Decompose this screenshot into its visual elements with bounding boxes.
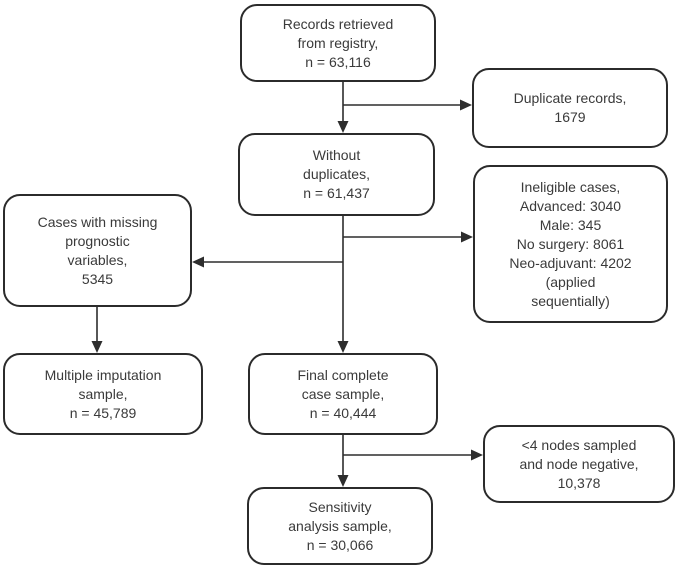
node-few-nodes-sampled-label: <4 nodes sampled and node negative, 10,3… <box>519 436 639 491</box>
node-few-nodes-sampled: <4 nodes sampled and node negative, 10,3… <box>483 425 675 503</box>
node-multiple-imputation-label: Multiple imputation sample, n = 45,789 <box>44 366 162 421</box>
node-records-retrieved-label: Records retrieved from registry, n = 63,… <box>282 15 394 70</box>
node-without-duplicates: Without duplicates, n = 61,437 <box>238 133 435 216</box>
node-ineligible-cases-label: Ineligible cases, Advanced: 3040 Male: 3… <box>509 178 632 309</box>
connector-final-to-sensitivity <box>337 435 349 487</box>
connector-without-to-missing <box>192 256 343 268</box>
connector-missing-to-imputation <box>91 307 103 353</box>
node-final-complete-case: Final complete case sample, n = 40,444 <box>248 353 438 435</box>
connector-final-to-nodes <box>343 449 483 461</box>
node-sensitivity-sample-label: Sensitivity analysis sample, n = 30,066 <box>288 498 392 553</box>
node-ineligible-cases: Ineligible cases, Advanced: 3040 Male: 3… <box>473 165 668 323</box>
node-records-retrieved: Records retrieved from registry, n = 63,… <box>240 4 436 82</box>
node-duplicate-records-label: Duplicate records, 1679 <box>513 90 627 125</box>
node-multiple-imputation: Multiple imputation sample, n = 45,789 <box>3 353 203 435</box>
node-sensitivity-sample: Sensitivity analysis sample, n = 30,066 <box>247 487 433 565</box>
node-missing-variables: Cases with missing prognostic variables,… <box>3 194 192 307</box>
node-final-complete-case-label: Final complete case sample, n = 40,444 <box>297 366 389 421</box>
connector-records-to-without <box>337 82 349 133</box>
connector-records-to-duplicates <box>343 99 472 111</box>
node-without-duplicates-label: Without duplicates, n = 61,437 <box>303 147 370 201</box>
node-duplicate-records: Duplicate records, 1679 <box>472 68 668 148</box>
connector-without-to-ineligible <box>343 231 473 243</box>
node-missing-variables-label: Cases with missing prognostic variables,… <box>37 213 158 287</box>
